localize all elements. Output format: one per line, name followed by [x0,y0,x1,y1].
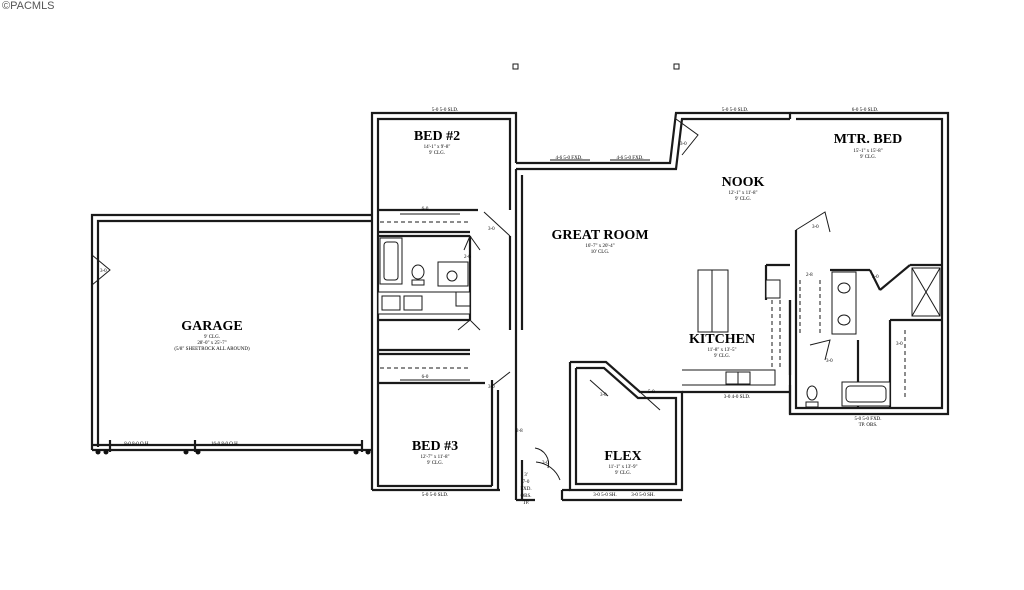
entry-label: TP. [523,501,530,506]
nook-size: 12'-1" x 11'-8" [728,191,757,196]
great-room-ceiling: 10' CLG. [591,250,609,255]
kitchen-island [697,269,729,333]
door-label: 3-0 [100,269,107,274]
main-living-walls [514,111,792,440]
closet-label: 6-0 [422,207,429,212]
door-label: 3-0 [488,227,495,232]
door-label: 2-8 [806,273,813,278]
master-walls [788,111,950,416]
garage-door-label: 16-0 8-0 O.H. [211,442,239,447]
door-label: 2-6 [464,255,471,260]
door-swings [91,118,831,469]
window-label: TP. OBS. [859,423,878,428]
window-label: 6-0 5-0 SLD. [852,108,879,113]
flex-name: FLEX [604,449,641,464]
bed3-size: 12'-7" x 11'-8" [420,455,449,460]
bed2-ceiling: 9' CLG. [429,151,445,156]
window-marks [410,112,890,491]
garage-name: GARAGE [181,319,242,334]
bed3-ceiling: 9' CLG. [427,461,443,466]
nook-ceiling: 9' CLG. [735,197,751,202]
door-label: 3-0 [826,359,833,364]
closet-label: 6-0 [422,375,429,380]
entry-label: OBS. [521,494,532,499]
flex-walls [560,360,684,502]
bed2-size: 14'-1" x 9'-8" [424,145,451,150]
flex-size: 11'-1" x 13'-9" [608,465,637,470]
door-label: 2-8 [516,429,523,434]
master-bed-name: MTR. BED [834,132,902,147]
window-label: 5-0 5-0 SLD. [722,108,749,113]
garage-door-label: 8-0 8-0 O.H. [124,442,150,447]
door-label: 3-0 [680,142,687,147]
garage-note: (5/8" SHEETROCK ALL AROUND) [174,347,250,352]
garage-size: 28'-0" x 25'-7" [197,341,226,346]
kitchen-name: KITCHEN [689,332,755,347]
entry-label: FXD. [520,487,531,492]
entry-label: 7-0 [523,480,530,485]
window-label: 5-0 5-0 SLD. [432,108,459,113]
kitchen-ceiling: 9' CLG. [714,354,730,359]
master-bed-ceiling: 9' CLG. [860,155,876,160]
post-marker [673,63,680,70]
great-room-name: GREAT ROOM [551,228,648,243]
door-label: 3-0 [488,385,495,390]
entry-label: 3' [524,473,528,478]
garage-ceiling: 9' CLG. [204,335,220,340]
kitchen-size: 11'-8" x 13'-5" [707,348,736,353]
entry-walls [514,440,561,502]
window-label: 5-0 5-0 SLD. [422,493,449,498]
window-label: 3-0 5-0 SH. [593,493,616,498]
window-label: 3-0 5-0 SH. [631,493,654,498]
door-label: 3-0 [872,275,879,280]
nook-name: NOOK [722,175,765,190]
bed3-name: BED #3 [412,439,458,454]
post-marker [512,63,519,70]
garage-door-posts [95,449,371,455]
hall-bath-fixtures [377,237,471,315]
master-bed-size: 15'-1" x 15'-8" [853,149,882,154]
garage-walls [90,213,372,452]
door-label: 5-0 [648,390,655,395]
window-label: 3-0 4-0 SLD. [724,395,751,400]
great-room-size: 16'-7" x 20'-4" [585,244,614,249]
door-label: 3-0 [812,225,819,230]
copyright-watermark: ©PACMLS [2,0,55,12]
door-label: 3-0 [600,393,607,398]
bed2-name: BED #2 [414,129,460,144]
flex-ceiling: 9' CLG. [615,471,631,476]
window-label: 4-6 5-0 FXD. [616,156,643,161]
door-label: 3-0 [542,461,549,466]
window-label: 4-6 5-0 FXD. [555,156,582,161]
door-label: 3-0 [896,342,903,347]
window-label: 5-0 5-0 FXD. [854,417,881,422]
